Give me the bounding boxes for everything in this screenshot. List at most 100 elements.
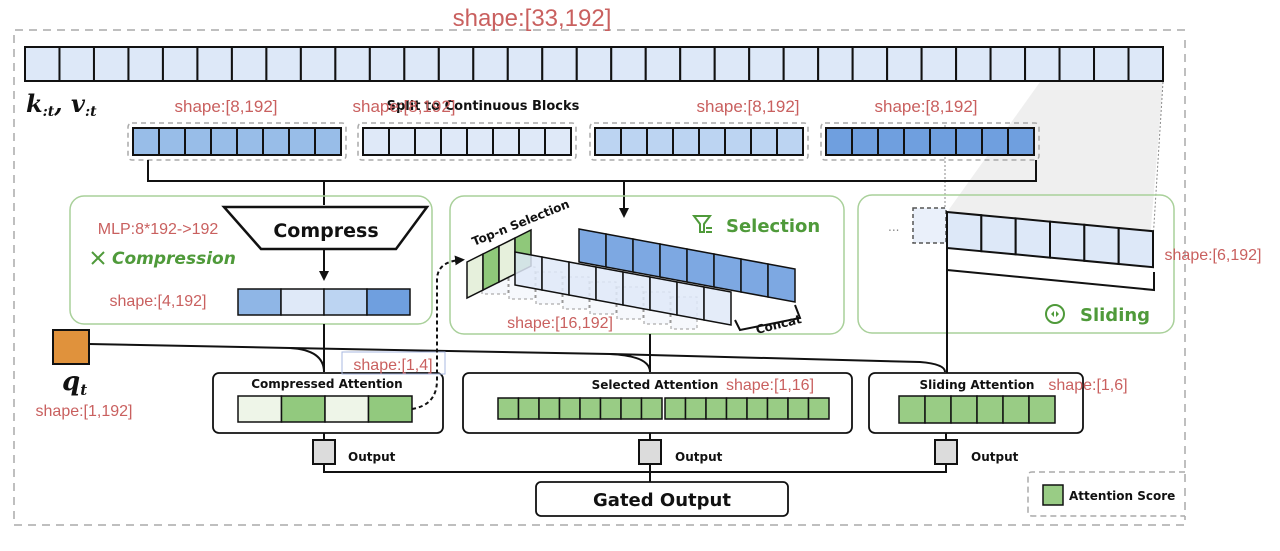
- block-cell: [210, 127, 238, 156]
- block-dashed-frame: [589, 122, 809, 161]
- attention-score-cell: [1028, 395, 1056, 424]
- topn-cell: [482, 244, 500, 292]
- block-cell: [184, 127, 212, 156]
- attention-score-cell: [558, 397, 581, 420]
- kv-cell: [127, 46, 164, 82]
- kv-cell: [748, 46, 785, 82]
- gated-output-box: [535, 481, 789, 517]
- kv-cell: [196, 46, 233, 82]
- attention-score-cell: [599, 397, 622, 420]
- output-sliding: Output: [934, 433, 1019, 465]
- selected-block-cell: [713, 253, 742, 293]
- kv-cell: [679, 46, 716, 82]
- selection-panel: [449, 195, 845, 335]
- kv-cell: [644, 46, 682, 82]
- sliding-cell: [1083, 223, 1120, 266]
- query-line: [88, 343, 325, 373]
- selected-block-cell: [622, 271, 651, 311]
- kv-cell: [58, 46, 95, 82]
- selected-block-cell: [767, 263, 796, 303]
- block-cell: [262, 127, 290, 156]
- sliding-title: Sliding: [1080, 305, 1150, 326]
- attention-score-cell: [579, 397, 602, 420]
- query-vector: [52, 329, 90, 365]
- attention-score-cell: [324, 395, 370, 423]
- selected-block-cell: [632, 238, 661, 278]
- block-cell: [158, 127, 186, 156]
- attention-score-cell: [807, 397, 830, 420]
- block-cell: [825, 127, 853, 156]
- attention-score-cell: [950, 395, 978, 424]
- compressed-scores: [237, 395, 413, 423]
- block-cell: [877, 127, 905, 156]
- kv-cell: [817, 46, 854, 82]
- filter-icon: [692, 215, 712, 233]
- block-cell: [492, 127, 520, 156]
- outputs-connector: [323, 464, 947, 473]
- sliding-projection: [945, 82, 1163, 240]
- kv-cell: [1024, 46, 1061, 82]
- attention-score-cell: [517, 397, 540, 420]
- output-label: Output: [675, 450, 723, 464]
- block-cell: [594, 127, 622, 156]
- block-cell: [314, 127, 342, 156]
- block-cell: [646, 127, 674, 156]
- block-cell: [672, 127, 700, 156]
- compress-arrows-icon: [91, 251, 105, 265]
- kv-label: k:t, v:t: [26, 89, 97, 120]
- kv-cell: [541, 46, 578, 82]
- shape-tooltip-box: [341, 351, 446, 375]
- selected-attention-title: Selected Attention: [592, 378, 719, 392]
- block-cell: [132, 127, 160, 156]
- title-shape-label: shape:[33,192]: [453, 5, 612, 32]
- attention-score-cell: [898, 395, 926, 424]
- attention-score-cell: [976, 395, 1004, 424]
- selection-visual: [466, 228, 796, 330]
- block-shape-label: shape:[8,192]: [874, 97, 977, 116]
- query-shape-label: shape:[1,192]: [36, 403, 133, 420]
- output-label: Output: [348, 450, 396, 464]
- kv-cell: [472, 46, 509, 82]
- block-cell: [440, 127, 468, 156]
- compressed-cell: [323, 288, 368, 316]
- topn-dashed-arrow: [411, 255, 465, 410]
- kv-cell: [299, 46, 337, 82]
- block-cell: [620, 127, 648, 156]
- split-blocks: [127, 122, 1040, 161]
- selected-block-cell: [514, 251, 543, 291]
- kv-cell: [920, 46, 958, 82]
- kv-cell: [230, 46, 268, 82]
- selected-block-cell: [578, 228, 607, 268]
- split-label: Split to Continuous Blocks: [387, 99, 580, 114]
- block-cell: [362, 127, 390, 156]
- block-cell: [414, 127, 442, 156]
- topn-cell: [466, 252, 484, 300]
- block-group: [589, 122, 809, 161]
- kv-sequence: [24, 46, 1164, 82]
- legend-swatch: [1042, 484, 1064, 506]
- selected-block-cell: [649, 276, 678, 316]
- blocks-connector: [147, 160, 1037, 182]
- block-group: [127, 122, 347, 161]
- kv-cell: [92, 46, 130, 82]
- attention-score-cell: [725, 397, 748, 420]
- kv-cell: [1058, 46, 1096, 82]
- block-cell: [929, 127, 957, 156]
- kv-cell: [334, 46, 371, 82]
- selected-block-cell: [595, 266, 624, 306]
- compressed-cell: [237, 288, 282, 316]
- selected-block-cell: [568, 261, 597, 301]
- block-cell: [518, 127, 546, 156]
- attention-score-cell: [640, 397, 663, 420]
- topn-cell: [498, 236, 516, 284]
- block-cell: [750, 127, 778, 156]
- selected-block-cell: [605, 233, 634, 273]
- selected-block-cell: [703, 286, 732, 326]
- kv-cell: [1093, 46, 1130, 82]
- block-cell: [776, 127, 804, 156]
- attention-score-cell: [664, 397, 687, 420]
- query-label: qt: [62, 367, 87, 399]
- attention-score-cell: [620, 397, 643, 420]
- block-shape-label: shape:[8,192]: [696, 97, 799, 116]
